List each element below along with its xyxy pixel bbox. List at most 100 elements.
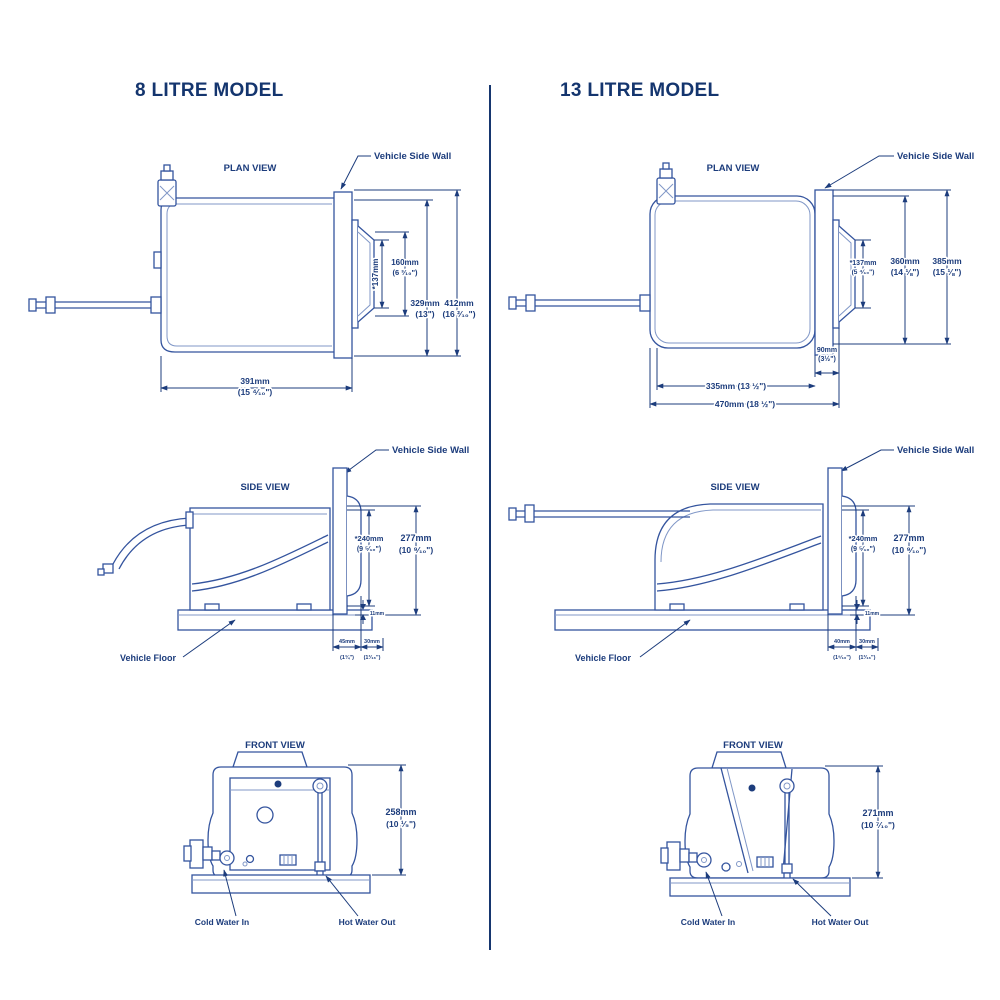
water-heater-plan-outline — [153, 197, 338, 353]
svg-text:*137mm: *137mm — [850, 260, 877, 267]
side-view-13l-drawing: SIDE VIEW Vehicle Side Wall *240mm (9 ⁵⁄… — [508, 445, 974, 663]
svg-text:160mm: 160mm — [391, 258, 419, 267]
front-view-8l-drawing: FRONT VIEW — [183, 740, 418, 927]
side-view-label: SIDE VIEW — [240, 482, 289, 493]
hot-water-pipe-front — [312, 778, 328, 879]
dim-40mm-30mm: 40mm 30mm (1⁹⁄₁₆") (1³⁄₁₆") — [827, 596, 879, 663]
svg-text:(1¾"): (1¾") — [340, 654, 354, 661]
vehicle-side-wall-label: Vehicle Side Wall — [897, 151, 974, 162]
svg-text:30mm: 30mm — [364, 639, 380, 645]
wall-flange-plan — [351, 219, 375, 329]
svg-text:271mm: 271mm — [862, 808, 893, 818]
svg-text:*240mm: *240mm — [849, 534, 878, 543]
dim-271mm: 271mm (10 ⁷⁄₁₀") — [825, 765, 897, 879]
side-view-label: SIDE VIEW — [710, 482, 759, 493]
svg-text:90mm: 90mm — [817, 347, 837, 354]
svg-text:(6 ³⁄₁₀"): (6 ³⁄₁₀") — [392, 268, 418, 277]
svg-text:(1³⁄₁₆"): (1³⁄₁₆") — [859, 654, 876, 661]
wall-flange-plan — [832, 219, 856, 329]
svg-text:(13"): (13") — [415, 309, 434, 319]
cold-water-leader-line — [705, 871, 723, 917]
svg-text:11mm: 11mm — [865, 611, 880, 617]
pipe-side — [508, 504, 690, 523]
plan-view-8l-drawing: PLAN VIEW Vehicle Side Wall — [28, 151, 477, 399]
svg-text:(1⁹⁄₁₆"): (1⁹⁄₁₆") — [833, 655, 851, 661]
dim-277mm: 277mm (10 ⁹⁄₁₀") — [842, 505, 928, 616]
cold-water-leader-line — [223, 869, 237, 917]
vehicle-floor-leader-line — [182, 619, 236, 658]
hot-water-leader-line — [792, 878, 832, 917]
vehicle-floor-label: Vehicle Floor — [120, 653, 177, 663]
title-13-litre-model: 13 LITRE MODEL — [560, 80, 720, 101]
svg-text:11mm: 11mm — [370, 611, 385, 617]
svg-text:(9 ⁵⁄₁₀"): (9 ⁵⁄₁₀") — [851, 546, 875, 553]
vehicle-side-wall-side — [332, 467, 348, 615]
hot-water-leader-line — [325, 875, 359, 917]
dim-45mm-30mm: 45mm 30mm (1¾") (1³⁄₁₆") — [332, 596, 384, 663]
plan-view-label: PLAN VIEW — [707, 163, 760, 174]
hot-water-out-label: Hot Water Out — [339, 917, 396, 927]
dim-137mm: *137mm (5 ⁴⁄₁₀") — [848, 239, 878, 309]
pipe-plan — [508, 294, 651, 312]
svg-text:(9 ⁵⁄₁₀"): (9 ⁵⁄₁₀") — [357, 546, 381, 553]
svg-text:*137mm: *137mm — [371, 259, 380, 290]
dim-258mm: 258mm (10 ¹⁄₅") — [348, 764, 418, 876]
svg-text:(10 ⁹⁄₁₀"): (10 ⁹⁄₁₀") — [892, 545, 926, 555]
svg-text:(5 ⁴⁄₁₀"): (5 ⁴⁄₁₀") — [852, 269, 875, 276]
dim-90mm: 90mm (3½") — [814, 328, 840, 408]
side-wall-leader-line — [344, 449, 389, 474]
hot-water-pipe-front — [779, 778, 795, 881]
dim-470mm: 470mm (18 ½") — [649, 348, 840, 411]
hot-water-out-label: Hot Water Out — [812, 917, 869, 927]
svg-text:(1³⁄₁₆"): (1³⁄₁₆") — [364, 654, 381, 661]
control-grille — [756, 856, 774, 868]
vehicle-floor-leader-line — [639, 619, 691, 658]
vehicle-side-wall-label: Vehicle Side Wall — [374, 151, 451, 162]
water-heater-side-outline — [189, 507, 331, 611]
front-view-label: FRONT VIEW — [245, 740, 305, 751]
dim-277mm: 277mm (10 ⁹⁄₁₀") — [347, 505, 435, 616]
water-heater-side-outline — [654, 503, 824, 611]
dim-360mm: 360mm (14 ⅛") — [833, 195, 922, 345]
svg-text:277mm: 277mm — [400, 533, 431, 543]
svg-text:*240mm: *240mm — [355, 534, 384, 543]
svg-text:(15 ⅛"): (15 ⅛") — [933, 267, 962, 277]
wall-flange-side — [346, 495, 362, 597]
svg-text:360mm: 360mm — [890, 256, 920, 266]
cold-water-valve-assembly — [183, 839, 235, 869]
water-heater-plan-outline — [649, 195, 816, 349]
svg-text:(16 ²⁄₁₀"): (16 ²⁄₁₀") — [442, 309, 475, 319]
svg-text:(10 ⁹⁄₁₀"): (10 ⁹⁄₁₀") — [399, 545, 433, 555]
vehicle-side-wall-label: Vehicle Side Wall — [897, 445, 974, 456]
vehicle-side-wall-label: Vehicle Side Wall — [392, 445, 469, 456]
dim-240mm: *240mm (9 ⁵⁄₁₀") — [842, 509, 879, 607]
svg-text:40mm: 40mm — [834, 639, 850, 645]
side-wall-leader-line — [340, 155, 371, 190]
control-grille — [245, 854, 297, 866]
wall-flange-side — [841, 495, 857, 597]
dim-412mm: 412mm (16 ²⁄₁₀") — [354, 189, 477, 357]
vehicle-floor-label: Vehicle Floor — [575, 653, 632, 663]
svg-text:(15 ⁴⁄₁₀"): (15 ⁴⁄₁₀") — [238, 387, 273, 397]
svg-text:385mm: 385mm — [932, 256, 962, 266]
svg-text:258mm: 258mm — [385, 807, 416, 817]
svg-text:45mm: 45mm — [339, 639, 355, 645]
dim-391mm: 391mm (15 ⁴⁄₁₀") — [160, 356, 353, 399]
vehicle-side-wall-side — [827, 467, 843, 615]
cold-water-valve-assembly — [660, 841, 712, 871]
hose-side — [97, 511, 194, 576]
svg-text:(10 ¹⁄₅"): (10 ¹⁄₅") — [386, 819, 416, 829]
plan-view-13l-drawing: PLAN VIEW Vehicle Side Wall *1 — [508, 151, 974, 411]
front-view-label: FRONT VIEW — [723, 740, 783, 751]
dim-160mm: 160mm (6 ³⁄₁₀") — [375, 231, 420, 317]
base-plate-front — [191, 874, 371, 894]
svg-text:335mm (13 ½"): 335mm (13 ½") — [706, 381, 766, 391]
water-heater-front-outline — [207, 751, 358, 878]
svg-text:(3½"): (3½") — [818, 355, 836, 363]
dim-137mm: *137mm — [370, 239, 389, 309]
svg-text:(10 ⁷⁄₁₀"): (10 ⁷⁄₁₀") — [861, 820, 895, 830]
svg-text:412mm: 412mm — [444, 298, 474, 308]
pump-valve-icon — [656, 162, 676, 205]
water-heater-front-outline — [684, 751, 835, 879]
